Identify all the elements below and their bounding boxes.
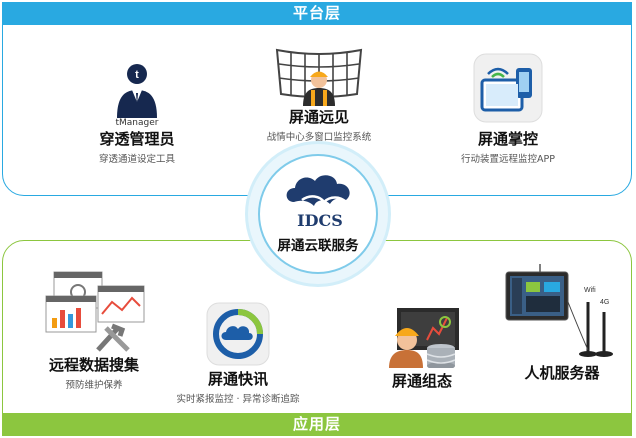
- application-layer-label: 应用层: [2, 413, 632, 436]
- idcs-cloud-service: IDCS 屏通云联服务: [258, 154, 378, 274]
- node-tmanager: t tManager 穿透管理员 穿透通道设定工具: [72, 62, 202, 165]
- tmanager-title: 穿透管理员: [99, 130, 175, 148]
- data-collect-title: 远程数据搜集: [48, 356, 139, 374]
- quick-news-title: 屏通快讯: [207, 370, 268, 388]
- cloud-ring-app-icon: [206, 302, 270, 366]
- data-reports-tools-icon: [45, 271, 145, 352]
- hmi-title: 人机服务器: [524, 364, 600, 382]
- tmanager-caption: tManager: [115, 118, 159, 128]
- tmanager-badge: t: [135, 69, 139, 81]
- node-control: 屏通掌控 行动装置远程监控APP: [446, 52, 570, 165]
- hmi-panel-antenna-icon: Wifi 4G: [505, 264, 613, 357]
- node-remote-view: 屏通远见 战情中心多窗口监控系统: [252, 44, 386, 143]
- node-config: 屏通组态: [372, 306, 472, 391]
- node-hmi-server: Wifi 4G 人机服务器: [500, 262, 624, 383]
- remote-view-subtitle: 战情中心多窗口监控系统: [266, 132, 372, 143]
- wifi-tag: Wifi: [584, 287, 596, 294]
- tablet-app-icon: [473, 53, 543, 123]
- video-wall-operator-icon: [275, 48, 363, 106]
- idcs-cloud-logo-icon: IDCS: [286, 175, 350, 230]
- idcs-logo-text: IDCS: [297, 211, 343, 230]
- node-data-collect: 远程数据搜集 预防维护保养: [30, 270, 158, 391]
- config-title: 屏通组态: [391, 372, 452, 390]
- node-quick-news: 屏通快讯 实时紧报监控 · 异常诊断追踪: [166, 302, 310, 405]
- control-subtitle: 行动装置远程监控APP: [461, 154, 555, 165]
- businessman-icon: t: [117, 64, 157, 118]
- 4g-tag: 4G: [600, 299, 609, 306]
- tmanager-subtitle: 穿透通道设定工具: [98, 154, 175, 165]
- quick-news-subtitle: 实时紧报监控 · 异常诊断追踪: [176, 394, 300, 405]
- remote-view-title: 屏通远见: [288, 108, 349, 126]
- control-title: 屏通掌控: [477, 130, 538, 148]
- engineer-database-icon: [389, 308, 459, 368]
- platform-layer-label: 平台层: [2, 2, 632, 25]
- data-collect-subtitle: 预防维护保养: [65, 380, 123, 391]
- center-title: 屏通云联服务: [277, 238, 359, 254]
